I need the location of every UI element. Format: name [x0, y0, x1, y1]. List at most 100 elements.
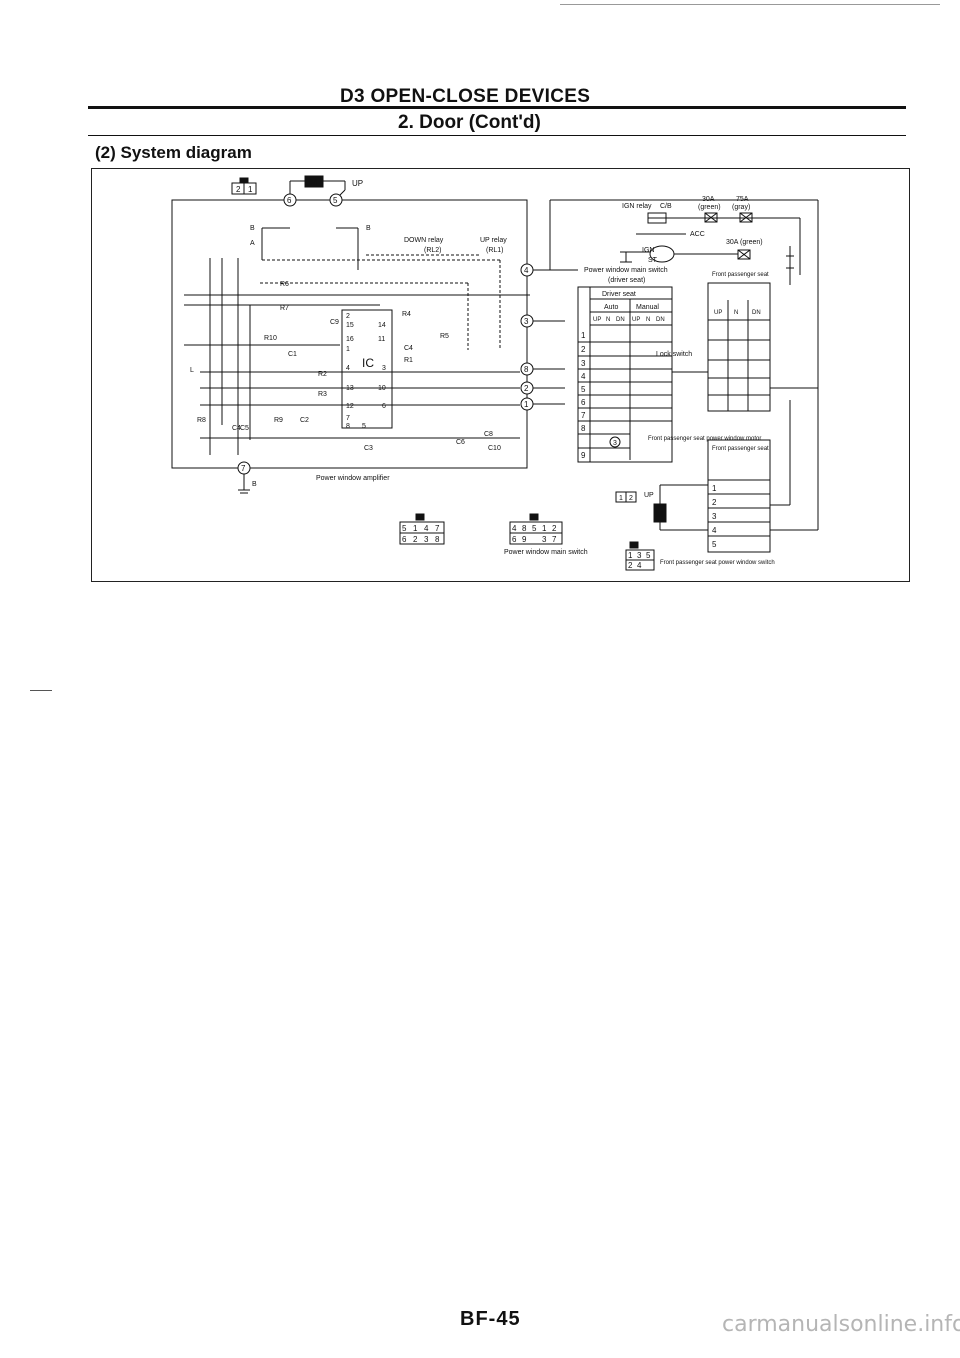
svg-text:5: 5 [712, 540, 717, 549]
svg-text:N: N [606, 317, 610, 323]
driver-seat-heading: Driver seat [602, 291, 636, 298]
svg-text:1: 1 [542, 524, 547, 533]
svg-text:DN: DN [752, 310, 761, 316]
svg-text:11: 11 [378, 336, 385, 343]
c5-label: C5 [240, 425, 249, 432]
svg-text:1: 1 [619, 495, 623, 502]
svg-text:5: 5 [402, 524, 407, 533]
svg-text:8: 8 [346, 423, 350, 430]
svg-text:2: 2 [628, 561, 633, 570]
svg-text:4: 4 [637, 561, 642, 570]
svg-text:6: 6 [382, 403, 386, 410]
motor-conn-pin-1: 1 [248, 185, 253, 194]
svg-text:DN: DN [616, 317, 625, 323]
svg-text:1: 1 [346, 346, 350, 353]
page-title: D3 OPEN-CLOSE DEVICES [340, 86, 591, 107]
svg-text:5: 5 [333, 196, 338, 205]
r4-label: R4 [402, 311, 411, 318]
svg-text:4: 4 [524, 266, 529, 275]
svg-text:2: 2 [581, 345, 586, 354]
acc-label: ACC [690, 231, 705, 238]
r3-label: R3 [318, 391, 327, 398]
svg-text:7: 7 [581, 411, 586, 420]
c4-label-left: C4 [232, 425, 241, 432]
svg-text:DN: DN [656, 317, 665, 323]
svg-text:3: 3 [581, 359, 586, 368]
manual-label: Manual [636, 304, 659, 311]
ign-relay-label: IGN relay [622, 203, 652, 210]
amp-pin-5: 5 [329, 193, 343, 207]
auto-label: Auto [604, 304, 619, 311]
svg-text:5: 5 [646, 551, 651, 560]
svg-text:2: 2 [712, 498, 717, 507]
svg-text:1: 1 [413, 524, 418, 533]
r8-label: R8 [197, 417, 206, 424]
b-label-left: B [250, 225, 255, 232]
svg-text:M: M [656, 510, 663, 519]
c4-label-right: C4 [404, 345, 413, 352]
l-label: L [190, 367, 194, 374]
r10-label: R10 [264, 335, 277, 342]
passenger-switch-columns: UP N DN [714, 310, 761, 316]
svg-text:1: 1 [628, 551, 633, 560]
r9-label: R9 [274, 417, 283, 424]
svg-text:9: 9 [581, 451, 586, 460]
svg-text:3: 3 [524, 317, 529, 326]
fuse3-label: 30A (green) [726, 239, 763, 246]
amplifier-caption: Power window amplifier [316, 475, 390, 482]
svg-text:2: 2 [524, 384, 529, 393]
svg-text:N: N [646, 317, 650, 323]
c6-label: C6 [456, 439, 465, 446]
svg-text:UP: UP [714, 310, 722, 316]
svg-text:1: 1 [524, 400, 529, 409]
header-rule [88, 106, 906, 109]
driver-switch-columns: UP N DN UP N DN [593, 317, 665, 323]
up-label-mid: UP [644, 492, 654, 499]
svg-text:6: 6 [581, 398, 586, 407]
diagram-frame [91, 168, 910, 582]
motor-connector-top: 2 1 [231, 177, 257, 195]
svg-text:UP: UP [593, 317, 601, 323]
c9-label: C9 [330, 319, 339, 326]
svg-text:5: 5 [581, 385, 586, 394]
driver-seat-paren: (driver seat) [608, 277, 645, 284]
svg-text:7: 7 [346, 415, 350, 422]
cb-label: C/B [660, 203, 672, 210]
front-passenger-seat-label-2: Front passenger seat [712, 446, 769, 452]
fuse1-amp: 30A [702, 196, 715, 203]
motor-symbol-top: M UP [289, 175, 363, 201]
svg-text:2: 2 [413, 535, 418, 544]
up-relay-id: (RL1) [486, 247, 504, 254]
svg-text:7: 7 [241, 464, 246, 473]
fuse2-color: (gray) [732, 204, 750, 211]
svg-text:6: 6 [512, 535, 517, 544]
svg-text:N: N [734, 310, 738, 316]
svg-text:6: 6 [287, 196, 292, 205]
svg-text:4: 4 [346, 365, 350, 372]
amp-pin-3: 3 [520, 314, 534, 328]
amp-pin-6: 6 [283, 193, 297, 207]
svg-text:1: 1 [712, 484, 717, 493]
b-label-right: B [366, 225, 371, 232]
up-relay-label: UP relay [480, 237, 507, 244]
passenger-pw-switch-caption: Front passenger seat power window switch [660, 560, 775, 566]
passenger-switch-box [707, 282, 771, 412]
passenger-motor-connector: 1 2 [615, 491, 637, 503]
passenger-pw-switch-box [707, 439, 771, 553]
c8-label: C8 [484, 431, 493, 438]
svg-text:15: 15 [346, 322, 354, 329]
front-passenger-seat-label: Front passenger seat [712, 272, 769, 278]
svg-text:8: 8 [524, 365, 529, 374]
svg-text:2: 2 [629, 495, 633, 502]
main-switch-row-numbers: 1 2 3 4 5 6 7 8 9 [581, 331, 586, 460]
svg-text:9: 9 [522, 535, 527, 544]
amp-pin-2: 2 [520, 381, 534, 395]
down-relay-id: (RL2) [424, 247, 442, 254]
up-label-top: UP [352, 179, 363, 188]
svg-text:12: 12 [346, 403, 354, 410]
svg-text:3: 3 [613, 440, 617, 447]
c3-label: C3 [364, 445, 373, 452]
passenger-pw-rows: 1 2 3 4 5 [712, 484, 717, 549]
svg-text:3: 3 [637, 551, 642, 560]
margin-mark [30, 690, 52, 691]
